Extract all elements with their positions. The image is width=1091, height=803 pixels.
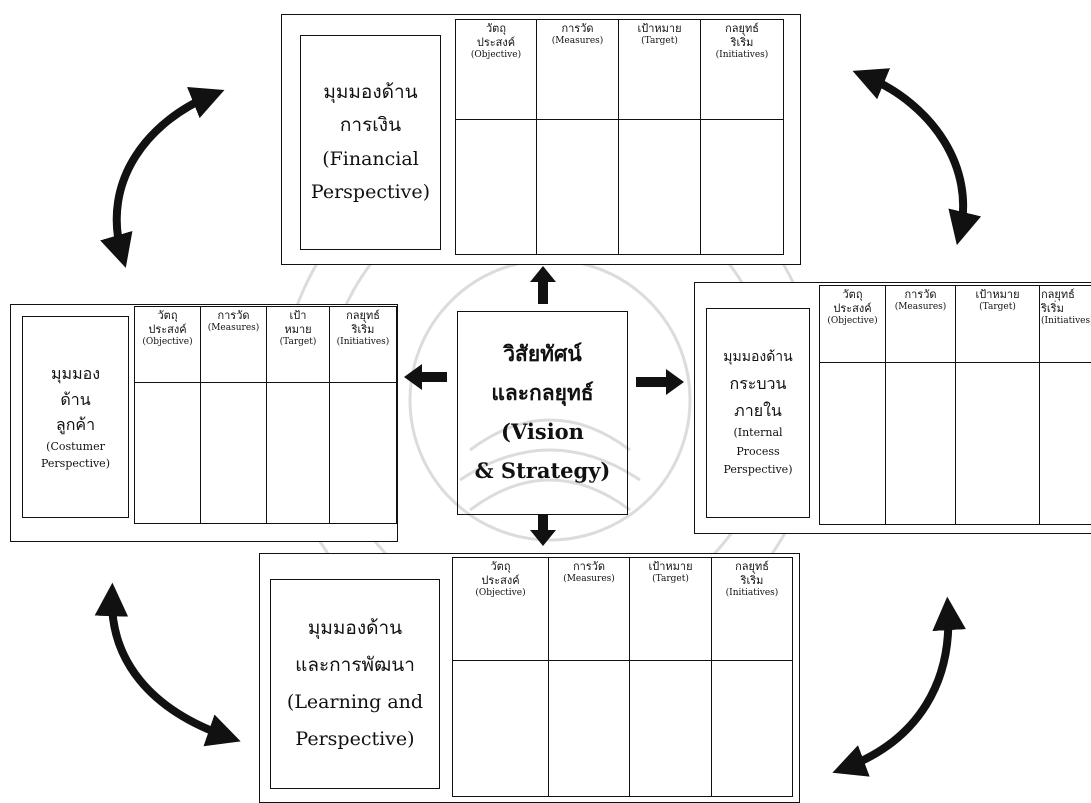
arrow-right-to-internal [636, 369, 684, 395]
arrow-down-to-learning [530, 515, 556, 546]
curved-arrow-bottom-left [112, 596, 228, 737]
curved-arrow-top-right [865, 76, 963, 232]
curved-arrow-bottom-right [845, 610, 948, 768]
curved-arrow-top-left [117, 95, 212, 255]
arrow-left-to-customer [404, 364, 447, 390]
arrow-up-to-financial [530, 266, 556, 304]
